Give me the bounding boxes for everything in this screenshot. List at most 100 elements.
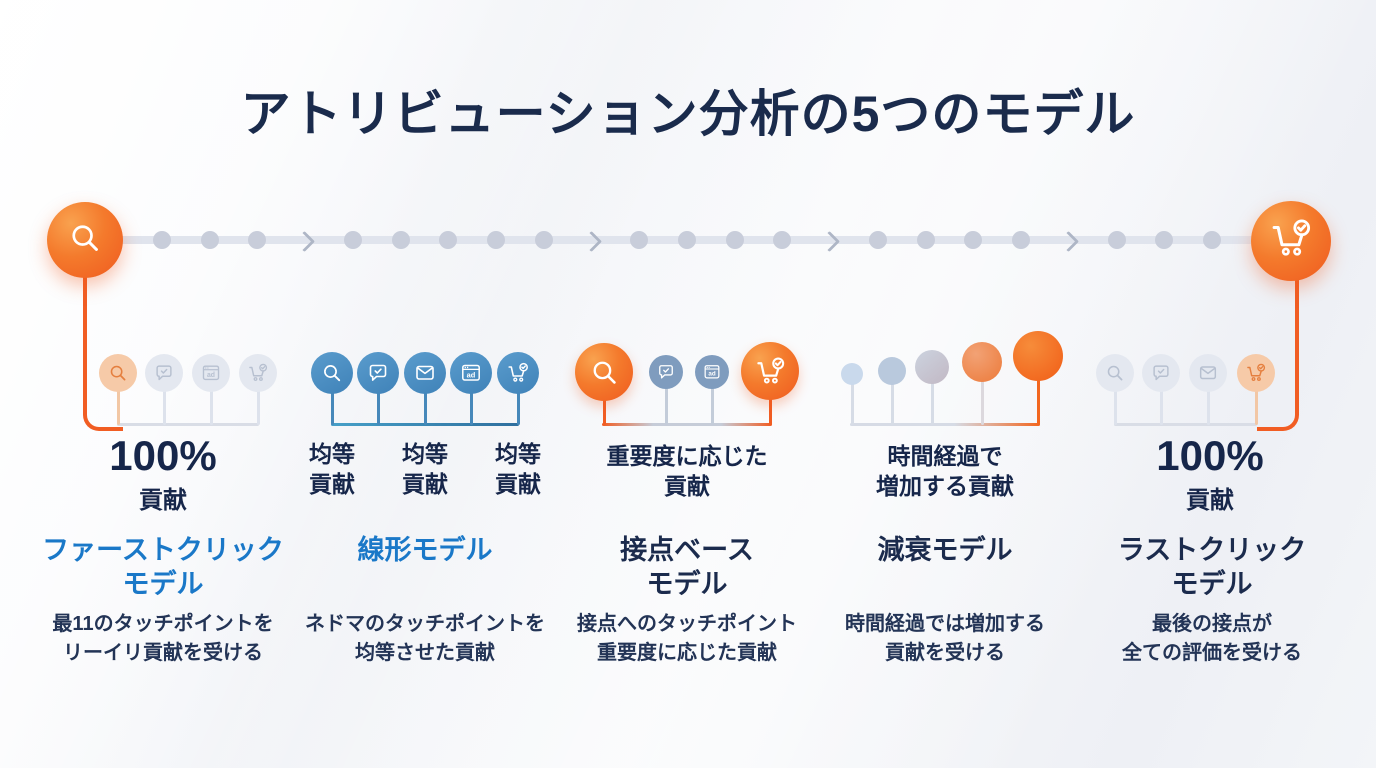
- timeline-dot: [868, 231, 887, 249]
- timeline-dot: [534, 231, 553, 249]
- touchpoint-stem: [116, 390, 120, 425]
- timeline-dot: [200, 231, 219, 249]
- envelope-icon: [1197, 362, 1219, 384]
- touchpoint-circle-search: [575, 343, 633, 401]
- model-desc-last-click: 最後の接点が 全ての評価を受ける: [1067, 610, 1357, 668]
- contribution-label-linear-3: 均等 貢献: [468, 440, 568, 500]
- chevron-right-icon: [819, 230, 841, 253]
- model-desc-line: 最11のタッチポイントを: [52, 613, 274, 635]
- model-desc-position-based: 接点へのタッチポイント 重要度に応じた貢献: [542, 610, 832, 668]
- timeline-dot: [964, 231, 983, 249]
- touchpoint-stem: [330, 392, 334, 425]
- model-name-line: ラストクリック: [1117, 535, 1307, 565]
- model-desc-linear: ネドマのタッチポイントを 均等させた貢献: [280, 610, 570, 668]
- model-name-line: 減衰モデル: [877, 535, 1013, 565]
- model-name-last-click: ラストクリック モデル: [1072, 534, 1352, 602]
- touchpoint-stem: [664, 387, 668, 425]
- contribution-line: 均等: [495, 441, 541, 467]
- touchpoint-circle-envelope: [404, 352, 446, 394]
- contribution-value: 100%: [109, 432, 217, 479]
- touchpoint-circle-cartcheck: [1237, 354, 1275, 392]
- timeline-dot: [773, 231, 792, 249]
- timeline-dot: [487, 231, 506, 249]
- chevron-right-icon: [580, 230, 602, 253]
- touchpoint-stem: [850, 383, 854, 425]
- touchpoint-circle-search: [1096, 354, 1134, 392]
- last-click-connector-line: [1257, 277, 1299, 431]
- touchpoint-circle-ad: [192, 354, 230, 392]
- touchpoint-stem: [256, 390, 260, 425]
- cartcheck-icon: [754, 355, 787, 388]
- envelope-icon: [413, 361, 437, 385]
- touchpoint-circle-search: [311, 352, 353, 394]
- search-icon: [320, 361, 344, 385]
- contribution-line: 貢献: [402, 470, 448, 497]
- chat-icon: [1150, 362, 1172, 384]
- contribution-line: 均等: [402, 441, 448, 467]
- touchpoint-stem: [469, 392, 473, 425]
- model-name-line: モデル: [122, 568, 204, 599]
- touchpoint-stem: [423, 392, 427, 425]
- contribution-line: 貢献: [495, 470, 541, 497]
- timeline-dot: [630, 231, 649, 249]
- chat-icon: [153, 362, 175, 384]
- touchpoint-circle-cartcheck: [741, 342, 799, 400]
- touchpoint-stem: [1036, 379, 1040, 425]
- contribution-line: 貢献: [309, 470, 355, 497]
- cartcheck-icon: [506, 361, 530, 385]
- timeline-dot: [1012, 231, 1031, 249]
- touchpoint-stem: [209, 390, 213, 425]
- model-name-line: 線形モデル: [357, 535, 493, 565]
- touchpoint-circle-ad: [450, 352, 492, 394]
- position-based-baseline: [602, 423, 772, 426]
- touchpoint-circle-chat: [649, 355, 683, 389]
- model-desc-first-click: 最11のタッチポイントを リーイリ貢献を受ける: [18, 610, 308, 668]
- touchpoint-stem: [768, 398, 772, 425]
- model-desc-line: 均等させた貢献: [355, 642, 495, 664]
- chevron-right-icon: [294, 230, 316, 253]
- touchpoint-circle-cartcheck: [497, 352, 539, 394]
- cartcheck-icon: [247, 362, 269, 384]
- ad-icon: [200, 362, 222, 384]
- chat-icon: [656, 362, 676, 382]
- touchpoint-stem: [162, 390, 166, 425]
- ad-icon: [459, 361, 483, 385]
- cart-check-icon: [1268, 216, 1314, 267]
- model-desc-line: 全ての評価を受ける: [1122, 642, 1302, 664]
- timeline-dot: [725, 231, 744, 249]
- touchpoint-circle-chat: [145, 354, 183, 392]
- contribution-label-decay: 時間経過で 増加する貢献: [815, 442, 1075, 502]
- model-name-line: ファーストクリック: [42, 535, 284, 565]
- touchpoint-circle-envelope: [1189, 354, 1227, 392]
- contribution-line: 増加する貢献: [876, 472, 1014, 499]
- timeline-dot: [1203, 231, 1221, 249]
- touchpoint-circle-ad: [695, 355, 729, 389]
- contribution-label-first-click: 100% 貢献: [43, 432, 283, 515]
- touchpoint-stem: [1206, 390, 1210, 425]
- model-desc-line: 貢献を受ける: [885, 642, 1005, 664]
- contribution-line: 時間経過で: [887, 443, 1003, 469]
- touchpoint-circle: [915, 350, 949, 384]
- contribution-label-linear-1: 均等 貢献: [282, 440, 382, 500]
- touchpoint-circle: [1013, 331, 1063, 381]
- touchpoint-stem: [890, 383, 894, 425]
- touchpoint-stem: [602, 399, 606, 425]
- contribution-line: 重要度に応じた: [606, 443, 768, 469]
- timeline-dot: [439, 231, 458, 249]
- model-name-line: 接点ベース: [620, 535, 754, 565]
- model-name-first-click: ファーストクリック モデル: [23, 534, 303, 602]
- contribution-label-position-based: 重要度に応じた 貢献: [557, 442, 817, 502]
- timeline-dot: [678, 231, 696, 249]
- timeline-start-node: [47, 202, 123, 278]
- model-name-position-based: 接点ベース モデル: [547, 534, 827, 602]
- touchpoint-stem: [1254, 390, 1258, 425]
- touchpoint-stem: [930, 382, 934, 425]
- contribution-unit: 貢献: [139, 487, 187, 515]
- search-icon: [1104, 362, 1126, 384]
- model-desc-line: 接点へのタッチポイント: [577, 613, 797, 635]
- contribution-value: 100%: [1156, 432, 1264, 479]
- touchpoint-stem: [376, 392, 380, 425]
- timeline-dot: [1107, 231, 1126, 249]
